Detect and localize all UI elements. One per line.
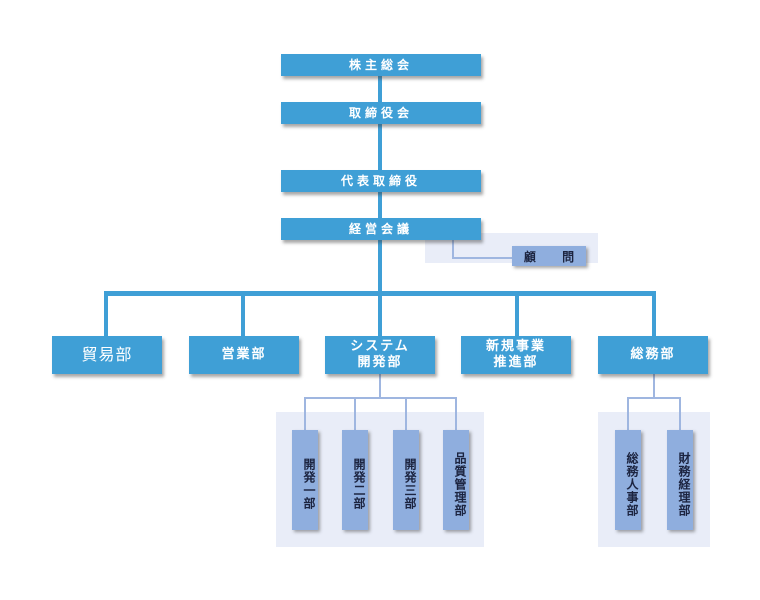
dev-sub-drop-4: [455, 397, 457, 430]
sales-department-label: 営業部: [221, 346, 267, 362]
management-meeting-box: 経営会議: [281, 218, 481, 240]
drop-system-dev: [378, 291, 382, 337]
trade-department-label: 貿易部: [81, 345, 133, 364]
ga-sub-drop-1: [627, 397, 629, 430]
ga-sub-stem: [653, 373, 655, 398]
dev-sub-dept-2: 開発二部: [342, 430, 368, 530]
new-business-department-box: 新規事業 推進部: [461, 336, 571, 374]
general-affairs-label: 総務部: [630, 346, 676, 362]
quality-control-dept: 品質管理部: [443, 430, 469, 530]
dev-sub-dept-1: 開発一部: [292, 430, 318, 530]
drop-general-affairs: [652, 291, 656, 337]
advisor-connector-v: [452, 240, 454, 259]
system-dev-label-line2: 開発部: [357, 355, 403, 370]
board-of-directors-box: 取締役会: [281, 102, 481, 124]
dev-sub-drop-1: [304, 397, 306, 430]
drop-trade: [104, 291, 108, 337]
new-biz-label-line1: 新規事業: [485, 338, 546, 354]
dev-sub-drop-3: [405, 397, 407, 430]
advisor-box: 顧 問: [512, 246, 586, 266]
ga-sub-drop-2: [679, 397, 681, 430]
shareholders-meeting-box: 株主総会: [281, 54, 481, 76]
general-affairs-department-box: 総務部: [598, 336, 708, 374]
ga-sub-bar: [627, 397, 681, 399]
dev-sub-bar: [304, 397, 457, 399]
dev-sub-dept-3: 開発三部: [393, 430, 419, 530]
system-development-department-box: システム 開発部: [325, 336, 435, 374]
general-affairs-hr-dept: 総務人事部: [615, 430, 641, 530]
dev-sub-stem: [379, 373, 381, 398]
advisor-connector-h: [452, 257, 512, 259]
drop-sales: [241, 291, 245, 337]
finance-accounting-dept: 財務経理部: [667, 430, 693, 530]
system-dev-label-line1: システム: [350, 338, 410, 354]
new-biz-label-line2: 推進部: [493, 355, 539, 370]
drop-new-biz: [515, 291, 519, 337]
dev-sub-drop-2: [354, 397, 356, 430]
representative-director-box: 代表取締役: [281, 170, 481, 192]
sales-department-box: 営業部: [189, 336, 299, 374]
trade-department-box: 貿易部: [52, 336, 162, 374]
